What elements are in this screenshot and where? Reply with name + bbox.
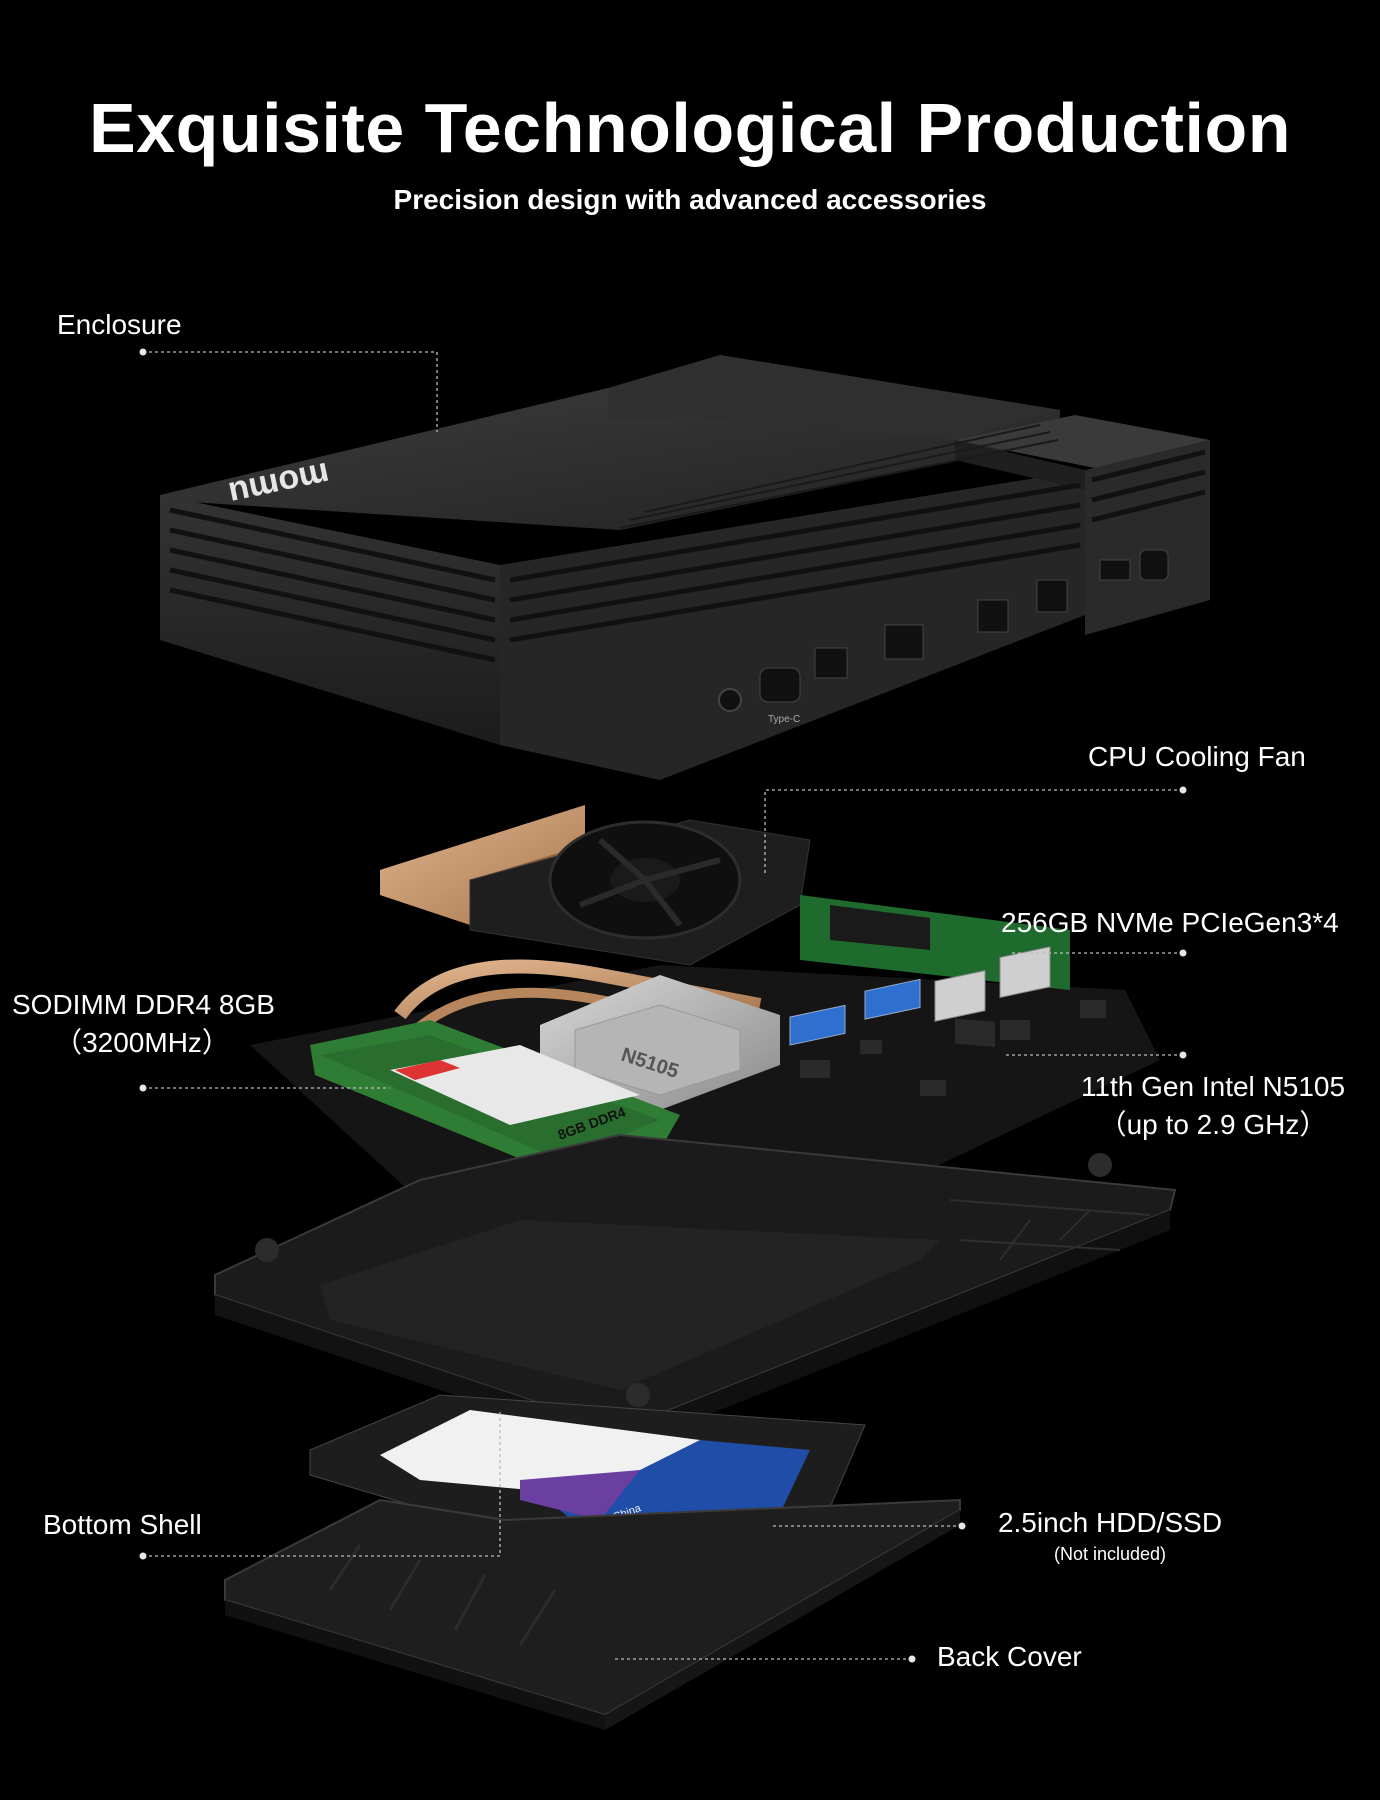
label-cpu-cooling-fan: CPU Cooling Fan xyxy=(1088,741,1306,772)
port-label-typec: Type-C xyxy=(768,714,800,725)
label-hdd-line: 2.5inch HDD/SSD xyxy=(997,1507,1223,1538)
label-ram-line1: SODIMM DDR4 8GB xyxy=(12,989,275,1020)
label-ram: SODIMM DDR4 8GB （3200MHz） xyxy=(12,986,275,1062)
label-cpu-line1: 11th Gen Intel N5105 xyxy=(1080,1071,1346,1102)
label-cpu-line2: （up to 2.9 GHz） xyxy=(1098,1108,1328,1140)
page-subtitle: Precision design with advanced accessori… xyxy=(393,184,987,215)
label-back-cover: Back Cover xyxy=(937,1641,1082,1672)
leader-lines xyxy=(139,348,1187,1663)
label-cpu: 11th Gen Intel N5105 （up to 2.9 GHz） xyxy=(1068,1068,1358,1144)
enclosure-graphic: momu Type-C xyxy=(160,355,1210,780)
label-ram-line2: （3200MHz） xyxy=(54,1026,230,1058)
page-title: Exquisite Technological Production xyxy=(89,89,1291,167)
label-bottom-shell: Bottom Shell xyxy=(43,1509,202,1540)
bottom-shell-graphic xyxy=(214,1133,1177,1450)
label-hdd-ssd: 2.5inch HDD/SSD (Not included) xyxy=(980,1504,1240,1566)
label-enclosure: Enclosure xyxy=(57,309,182,340)
label-hdd-note: (Not included) xyxy=(1053,1543,1167,1564)
back-cover-graphic xyxy=(224,1498,961,1730)
label-nvme-ssd: 256GB NVMe PCIeGen3*4 xyxy=(1001,907,1339,938)
